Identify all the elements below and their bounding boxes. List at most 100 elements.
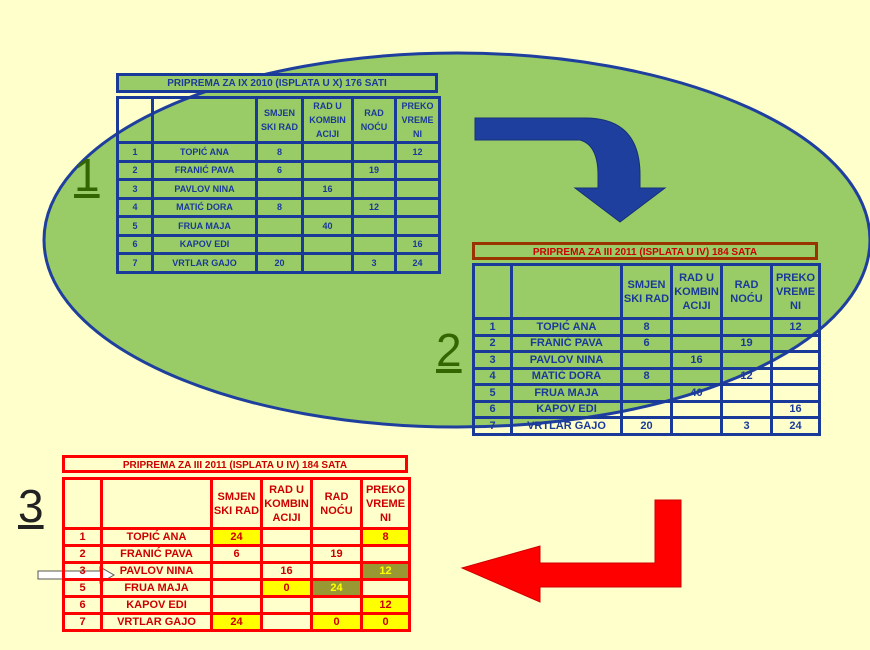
employee-name: TOPIĆ ANA <box>100 527 213 547</box>
hours-cell: 8 <box>620 317 673 337</box>
column-header: RAD NOĆU <box>351 96 397 144</box>
row-number: 2 <box>116 159 154 181</box>
hours-cell <box>670 333 723 353</box>
hours-cell <box>255 215 304 237</box>
hours-cell: 16 <box>260 561 313 581</box>
hours-cell <box>310 595 363 615</box>
column-header: PREKO VREME NI <box>770 263 821 320</box>
row-number: 6 <box>472 399 513 419</box>
row-number: 6 <box>62 595 103 615</box>
hours-cell: 20 <box>255 252 304 274</box>
hours-cell: 3 <box>720 416 773 436</box>
hours-cell: 6 <box>255 159 304 181</box>
hours-cell <box>301 196 354 218</box>
step-number-1: 1 <box>74 149 100 201</box>
hours-cell <box>394 159 441 181</box>
hours-cell: 16 <box>670 350 723 370</box>
employee-name: TOPIĆ ANA <box>151 141 258 163</box>
employee-name: TOPIĆ ANA <box>510 317 623 337</box>
hours-cell <box>770 333 821 353</box>
hours-cell <box>255 178 304 200</box>
hours-cell: 3 <box>351 252 397 274</box>
hours-cell <box>670 416 723 436</box>
row-number: 4 <box>116 196 154 218</box>
hours-cell: 8 <box>255 196 304 218</box>
employee-name: MATIĆ DORA <box>151 196 258 218</box>
employee-name: MATIĆ DORA <box>510 366 623 386</box>
hours-cell <box>210 578 263 598</box>
hours-cell: 12 <box>360 595 411 615</box>
hours-cell: 24 <box>210 612 263 632</box>
column-header: SMJEN SKI RAD <box>255 96 304 144</box>
hours-cell: 19 <box>720 333 773 353</box>
employee-name: KAPOV EDI <box>510 399 623 419</box>
column-header: RAD NOĆU <box>720 263 773 320</box>
hours-cell: 0 <box>360 612 411 632</box>
hours-cell <box>351 233 397 255</box>
hours-cell <box>770 350 821 370</box>
hours-cell <box>260 595 313 615</box>
employee-name: FRANIĆ PAVA <box>151 159 258 181</box>
hours-cell: 40 <box>670 383 723 403</box>
hours-cell: 16 <box>770 399 821 419</box>
hours-cell <box>255 233 304 255</box>
hours-cell <box>310 527 363 547</box>
hours-cell <box>394 196 441 218</box>
row-number: 5 <box>472 383 513 403</box>
employee-name: VRTLAR GAJO <box>151 252 258 274</box>
employee-name: PAVLOV NINA <box>100 561 213 581</box>
employee-name: FRANIĆ PAVA <box>100 544 213 564</box>
hours-cell <box>670 366 723 386</box>
hours-cell <box>620 399 673 419</box>
row-number: 5 <box>62 578 103 598</box>
hours-cell <box>301 159 354 181</box>
hours-cell: 24 <box>770 416 821 436</box>
row-number: 1 <box>62 527 103 547</box>
hours-cell: 6 <box>620 333 673 353</box>
hours-cell: 16 <box>301 178 354 200</box>
row-number: 7 <box>62 612 103 632</box>
column-header: PREKO VREME NI <box>394 96 441 144</box>
header-cell-empty <box>151 96 258 144</box>
hours-cell: 24 <box>394 252 441 274</box>
header-cell-empty <box>510 263 623 320</box>
hours-cell: 12 <box>351 196 397 218</box>
hours-cell <box>720 383 773 403</box>
hours-cell <box>394 178 441 200</box>
hours-cell <box>360 544 411 564</box>
row-number: 7 <box>116 252 154 274</box>
hours-cell: 19 <box>351 159 397 181</box>
row-number: 4 <box>472 366 513 386</box>
hours-cell <box>310 561 363 581</box>
hours-cell <box>770 383 821 403</box>
column-header: RAD U KOMBIN ACIJI <box>301 96 354 144</box>
hours-cell <box>260 527 313 547</box>
row-number: 2 <box>472 333 513 353</box>
employee-name: VRTLAR GAJO <box>100 612 213 632</box>
hours-cell <box>210 561 263 581</box>
hours-cell <box>210 595 263 615</box>
hours-cell <box>360 578 411 598</box>
row-number: 3 <box>472 350 513 370</box>
header-cell-empty <box>472 263 513 320</box>
hours-cell <box>351 215 397 237</box>
hours-cell <box>670 399 723 419</box>
blue-curved-arrow-icon <box>474 117 667 223</box>
table1-title: PRIPREMA ZA IX 2010 (ISPLATA U X) 176 SA… <box>116 73 438 93</box>
hours-cell <box>620 350 673 370</box>
hours-cell: 16 <box>394 233 441 255</box>
